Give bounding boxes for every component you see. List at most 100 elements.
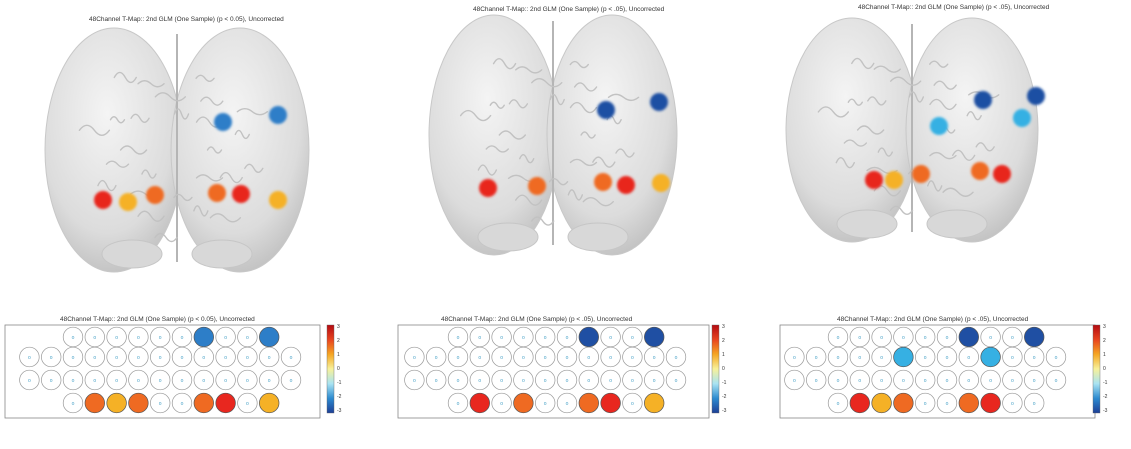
channel [535,326,556,348]
channel-glyph: o [457,401,460,407]
channel [171,369,193,391]
channel [19,369,40,391]
channel [1024,346,1045,368]
channel-glyph: o [858,378,861,384]
channel-glyph: o [837,378,840,384]
channel [237,392,258,414]
channel-glyph: o [522,378,525,384]
channel [128,369,149,391]
activation-blob [232,185,250,203]
channel [193,369,214,391]
colorbar-tick: 3 [1103,324,1106,330]
colorbar-tick: -2 [337,394,342,400]
activation-blob [146,186,164,204]
channel [806,369,827,391]
channel-glyph: o [946,401,949,407]
channel-glyph: o [224,378,227,384]
channel-glyph: o [93,378,96,384]
channel-glyph: o [793,355,796,361]
channel [193,346,214,368]
channel [784,346,805,368]
channel-glyph: o [290,378,293,384]
channel [622,392,643,414]
activation-blob [269,191,287,209]
channel-glyph: o [1011,355,1014,361]
colorbar-tick: 1 [1103,352,1106,358]
channel-glyph: o [115,355,118,361]
channel [1045,369,1067,391]
channel-glyph: o [924,335,927,341]
channel [491,392,512,414]
channel [237,326,258,348]
channel-glyph: o [587,355,590,361]
channel-glyph: o [159,335,162,341]
channel-active [980,346,1001,368]
panel-3: 48Channel T-Map:: 2nd GLM (One Sample) (… [762,0,1131,449]
activation-blob [650,93,668,111]
activation-blob [993,165,1011,183]
channel [215,326,236,348]
brain-surface [785,17,1039,243]
channel [622,346,643,368]
channel [84,346,105,368]
channel [84,369,105,391]
channel-glyph: o [544,378,547,384]
channel-glyph: o [72,335,75,341]
channel-glyph: o [181,378,184,384]
channel-glyph: o [653,355,656,361]
channel [447,346,469,368]
colorbar-tick: 2 [1103,338,1106,344]
channel [513,326,534,348]
channel-glyph: o [478,335,481,341]
channel [171,346,193,368]
channel-glyph: o [1033,401,1036,407]
channel-glyph: o [72,401,75,407]
channel-glyph: o [653,378,656,384]
channel-glyph: o [587,378,590,384]
channel-glyph: o [457,335,460,341]
channel-active [193,326,214,348]
channel-glyph: o [457,378,460,384]
channel-active [84,392,105,414]
channel [980,369,1001,391]
channel-glyph: o [793,378,796,384]
channel-glyph: o [924,401,927,407]
channel-glyph: o [544,355,547,361]
channel [1045,346,1067,368]
activation-blob [930,117,948,135]
channel-glyph: o [631,401,634,407]
brain-render [785,17,1045,243]
channel [827,392,849,414]
channel-glyph: o [566,335,569,341]
activation-blob [974,91,992,109]
channel-glyph: o [1011,378,1014,384]
channel-active [980,392,1001,414]
channel [893,326,914,348]
channel-glyph: o [837,335,840,341]
channel-active [871,392,892,414]
channel [556,346,578,368]
channel-glyph: o [500,401,503,407]
channel [806,346,827,368]
channel-active [644,392,665,414]
channel-glyph: o [609,355,612,361]
channel-glyph: o [28,355,31,361]
channel-glyph: o [609,378,612,384]
channel-glyph: o [115,378,118,384]
channel-glyph: o [858,335,861,341]
channel [600,326,621,348]
channel-glyph: o [1011,335,1014,341]
channel-glyph: o [1055,378,1058,384]
channel-glyph: o [246,401,249,407]
channel-glyph: o [50,378,53,384]
channel-glyph: o [72,355,75,361]
channel [980,326,1001,348]
channel [622,369,643,391]
channel [665,369,687,391]
channel-glyph: o [224,355,227,361]
channel-glyph: o [224,335,227,341]
channel [665,346,687,368]
channel-glyph: o [946,378,949,384]
